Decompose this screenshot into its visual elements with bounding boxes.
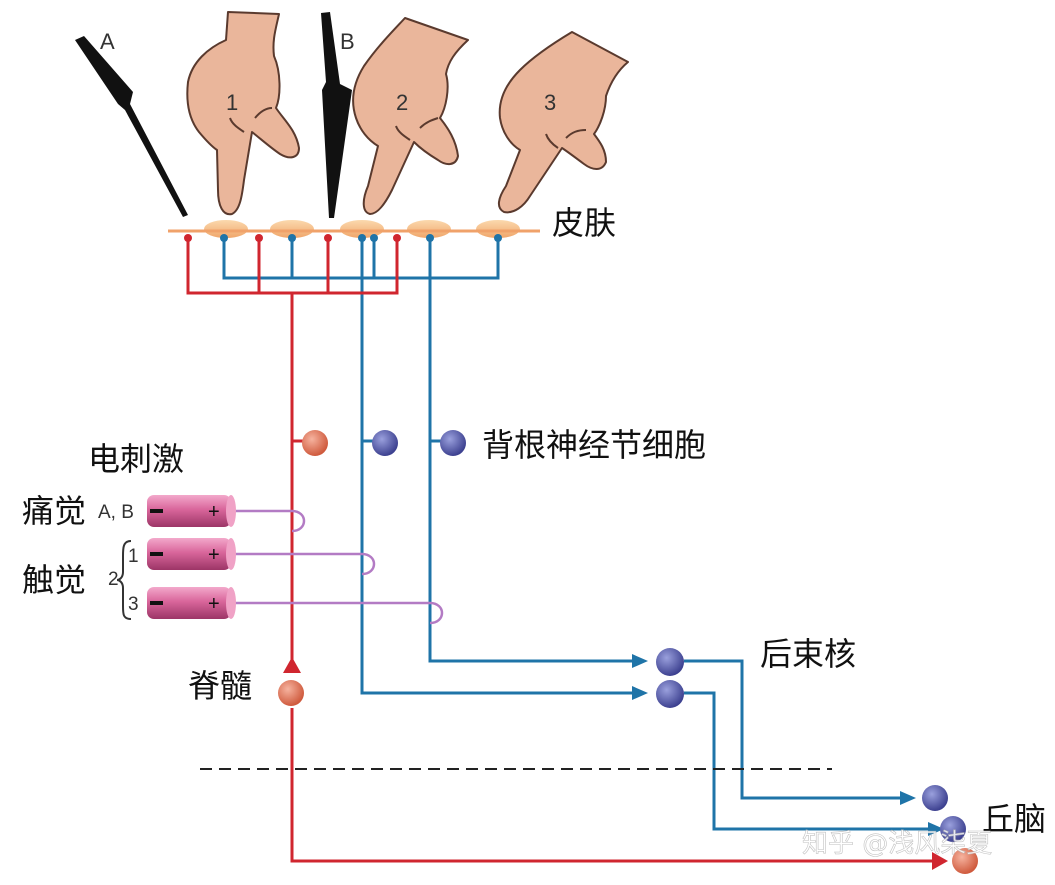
skin-receptor-bump bbox=[476, 220, 520, 238]
svg-text:+: + bbox=[208, 501, 220, 523]
touch-synapse-arrows bbox=[632, 654, 944, 836]
needle-a-icon bbox=[75, 36, 188, 217]
neuron-cell-icon bbox=[656, 680, 684, 708]
pointing-finger-icon bbox=[352, 17, 469, 215]
stimulating-electrode-icon: + bbox=[147, 538, 236, 570]
pain-synapse-arrows bbox=[283, 657, 948, 870]
skin bbox=[168, 220, 540, 238]
stimulating-electrode-icon: + bbox=[147, 495, 236, 527]
thalamus-label: 丘脑 bbox=[982, 800, 1046, 838]
neuron-cell-icon bbox=[302, 430, 328, 456]
electric-stimulus-label: 电刺激 bbox=[88, 440, 184, 478]
finger-3-label: 3 bbox=[544, 90, 556, 115]
stim-ab-label: A, B bbox=[98, 502, 134, 523]
pain-receptor-endings bbox=[184, 234, 401, 242]
watermark: 知乎 @浅风柒夏 bbox=[802, 829, 992, 859]
skin-receptor-bump bbox=[340, 220, 384, 238]
skin-receptor-bump bbox=[407, 220, 451, 238]
svg-text:+: + bbox=[208, 593, 220, 615]
pain-pathway bbox=[186, 238, 932, 863]
stimulating-electrode-icon: + bbox=[147, 587, 236, 619]
neuron-cell-icon bbox=[440, 430, 466, 456]
skin-receptor-bump bbox=[204, 220, 248, 238]
stim-2-label: 2 bbox=[108, 569, 119, 590]
stim-1-label: 1 bbox=[128, 546, 139, 567]
needle-b-label: B bbox=[340, 29, 355, 54]
skin-receptor-bump bbox=[270, 220, 314, 238]
svg-text:+: + bbox=[208, 544, 220, 566]
finger-1-label: 1 bbox=[226, 90, 238, 115]
neuron-cell-icon bbox=[952, 848, 978, 874]
neuron-cell-icon bbox=[940, 816, 966, 842]
neuron-cell-icon bbox=[372, 430, 398, 456]
neuron-cell-icon bbox=[278, 680, 304, 706]
touch-label: 触觉 bbox=[22, 561, 86, 599]
stimulation-wires bbox=[234, 509, 444, 625]
pain-label: 痛觉 bbox=[22, 492, 86, 530]
skin-label: 皮肤 bbox=[552, 204, 616, 242]
touch-bracket bbox=[116, 540, 132, 620]
touch-receptor-endings bbox=[220, 234, 502, 242]
needle-a-label: A bbox=[100, 29, 115, 54]
neuron-cell-icon bbox=[922, 785, 948, 811]
touch-pathway bbox=[222, 238, 928, 831]
needle-b-icon bbox=[321, 12, 352, 218]
neuron-cell-icon bbox=[656, 648, 684, 676]
finger-2-label: 2 bbox=[396, 90, 408, 115]
stim-3-label: 3 bbox=[128, 594, 139, 615]
dorsal-column-nuclei-label: 后束核 bbox=[760, 635, 856, 673]
pointing-finger-icon bbox=[186, 11, 300, 216]
drg-cells-label: 背根神经节细胞 bbox=[482, 426, 706, 464]
spinal-cord-label: 脊髓 bbox=[188, 667, 252, 705]
pointing-finger-icon bbox=[498, 31, 629, 214]
